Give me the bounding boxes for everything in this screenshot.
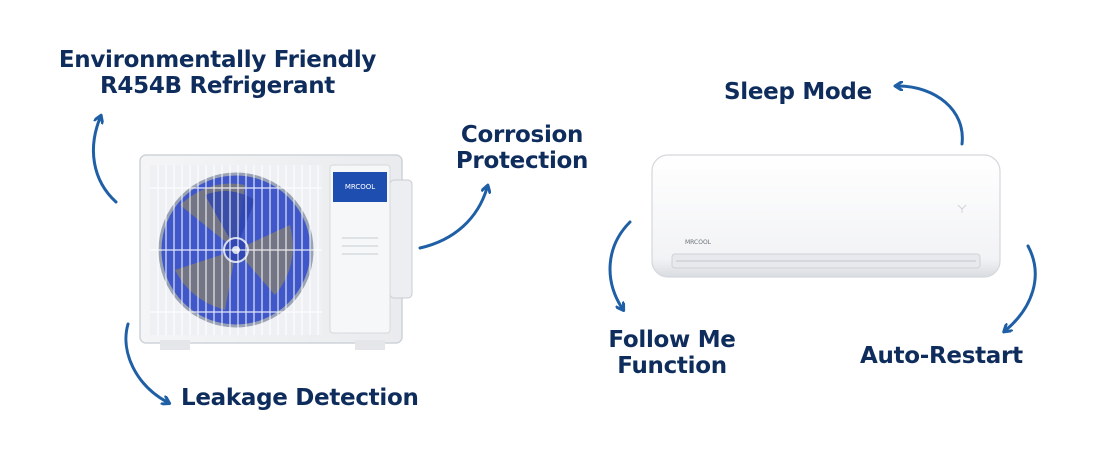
feature-eco-line2: R454B Refrigerant [100, 73, 335, 99]
arrow-leakage [124, 322, 167, 402]
feature-follow-line1: Follow Me [608, 327, 736, 353]
display-icon [957, 204, 967, 213]
feature-eco-line1: Environmentally Friendly [58, 47, 377, 73]
indoor-unit: MRCOOL [651, 154, 1001, 278]
feature-corrosion-protection: Corrosion Protection [448, 122, 596, 174]
feature-corrosion-line1: Corrosion [460, 122, 584, 148]
feature-leakage-detection: Leakage Detection [181, 385, 419, 411]
indoor-brand-logo: MRCOOL [685, 239, 712, 246]
feature-corrosion-line2: Protection [455, 148, 589, 174]
feature-follow-line2: Function [617, 353, 727, 379]
arrow-corrosion [418, 188, 487, 250]
arrow-sleep [898, 86, 964, 146]
feature-follow-me: Follow Me Function [596, 327, 748, 379]
outdoor-brand-badge [333, 172, 387, 202]
arrow-auto-restart [1006, 244, 1037, 330]
arrow-eco [92, 118, 118, 204]
feature-sleep-mode: Sleep Mode [724, 79, 872, 105]
feature-eco-refrigerant: Environmentally Friendly R454B Refrigera… [55, 47, 380, 99]
feature-auto-restart: Auto-Restart [860, 343, 1023, 369]
outdoor-brand-logo: MRCOOL [345, 183, 375, 191]
outdoor-unit: MRCOOL [139, 154, 413, 350]
arrow-follow [608, 220, 632, 308]
